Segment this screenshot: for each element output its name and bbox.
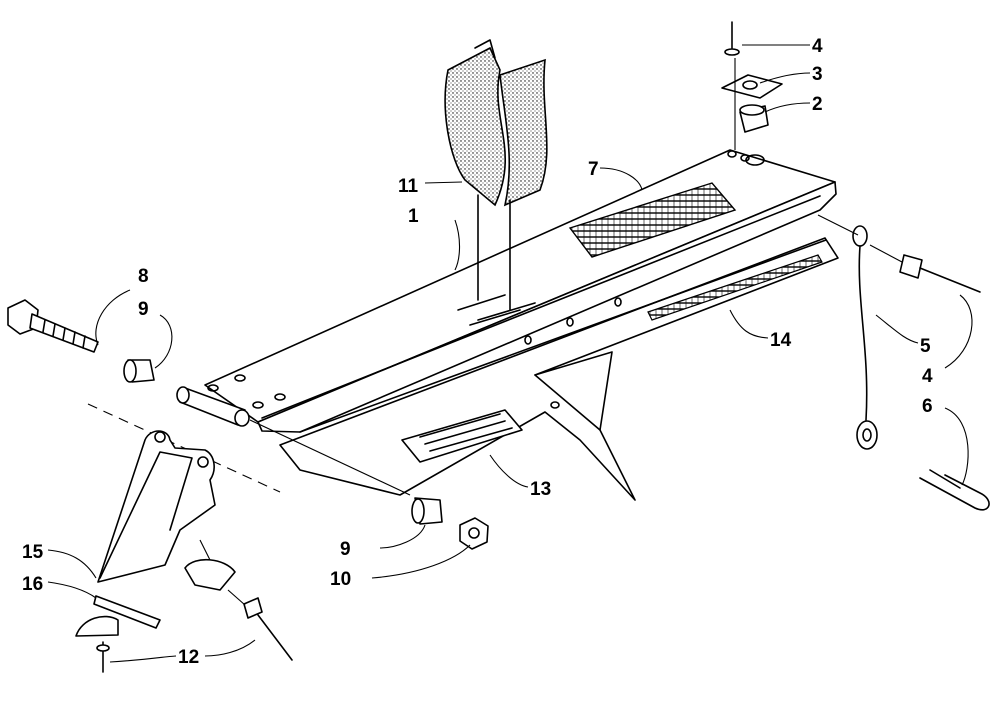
callout-13: 13 <box>530 479 551 500</box>
bushing-9-left <box>123 359 155 383</box>
reflector-strip-14 <box>647 254 823 321</box>
rivet-12-right <box>243 597 293 661</box>
leader-lines <box>47 44 973 663</box>
callout-4-right: 4 <box>922 366 933 387</box>
callout-9-right: 9 <box>340 539 351 560</box>
callout-5: 5 <box>920 336 931 357</box>
decal-7 <box>568 182 737 258</box>
tether-cable-5 <box>852 225 878 450</box>
plate-holes <box>207 150 765 409</box>
foot-strap-11 <box>444 39 548 311</box>
pivot-tube <box>176 386 250 427</box>
callout-10: 10 <box>330 569 351 590</box>
callout-9-left: 9 <box>138 299 149 320</box>
decal-13 <box>401 409 523 463</box>
callout-12: 12 <box>178 647 199 668</box>
grommet-2 <box>739 104 769 133</box>
washer-plate <box>184 559 236 591</box>
callout-7: 7 <box>588 159 599 180</box>
callout-14: 14 <box>770 330 792 351</box>
rivet-4-top <box>724 21 740 56</box>
callout-3: 3 <box>812 64 823 85</box>
callout-16: 16 <box>22 574 43 595</box>
bracket-15 <box>97 430 216 583</box>
bolt-8 <box>7 299 99 353</box>
callout-2: 2 <box>812 94 823 115</box>
rivet-12-left <box>96 641 110 673</box>
hair-pin-clip-6 <box>919 469 990 511</box>
rivet-4-right <box>899 254 981 293</box>
wear-strip-16 <box>75 595 161 637</box>
main-plate <box>204 149 839 501</box>
callout-15: 15 <box>22 542 44 563</box>
bushing-9-right <box>411 497 443 525</box>
callout-11: 11 <box>398 176 419 197</box>
callout-1: 1 <box>408 206 419 227</box>
callout-4-top: 4 <box>812 36 823 57</box>
callout-6: 6 <box>922 396 933 417</box>
callout-8: 8 <box>138 266 149 287</box>
nut-10 <box>459 517 489 550</box>
